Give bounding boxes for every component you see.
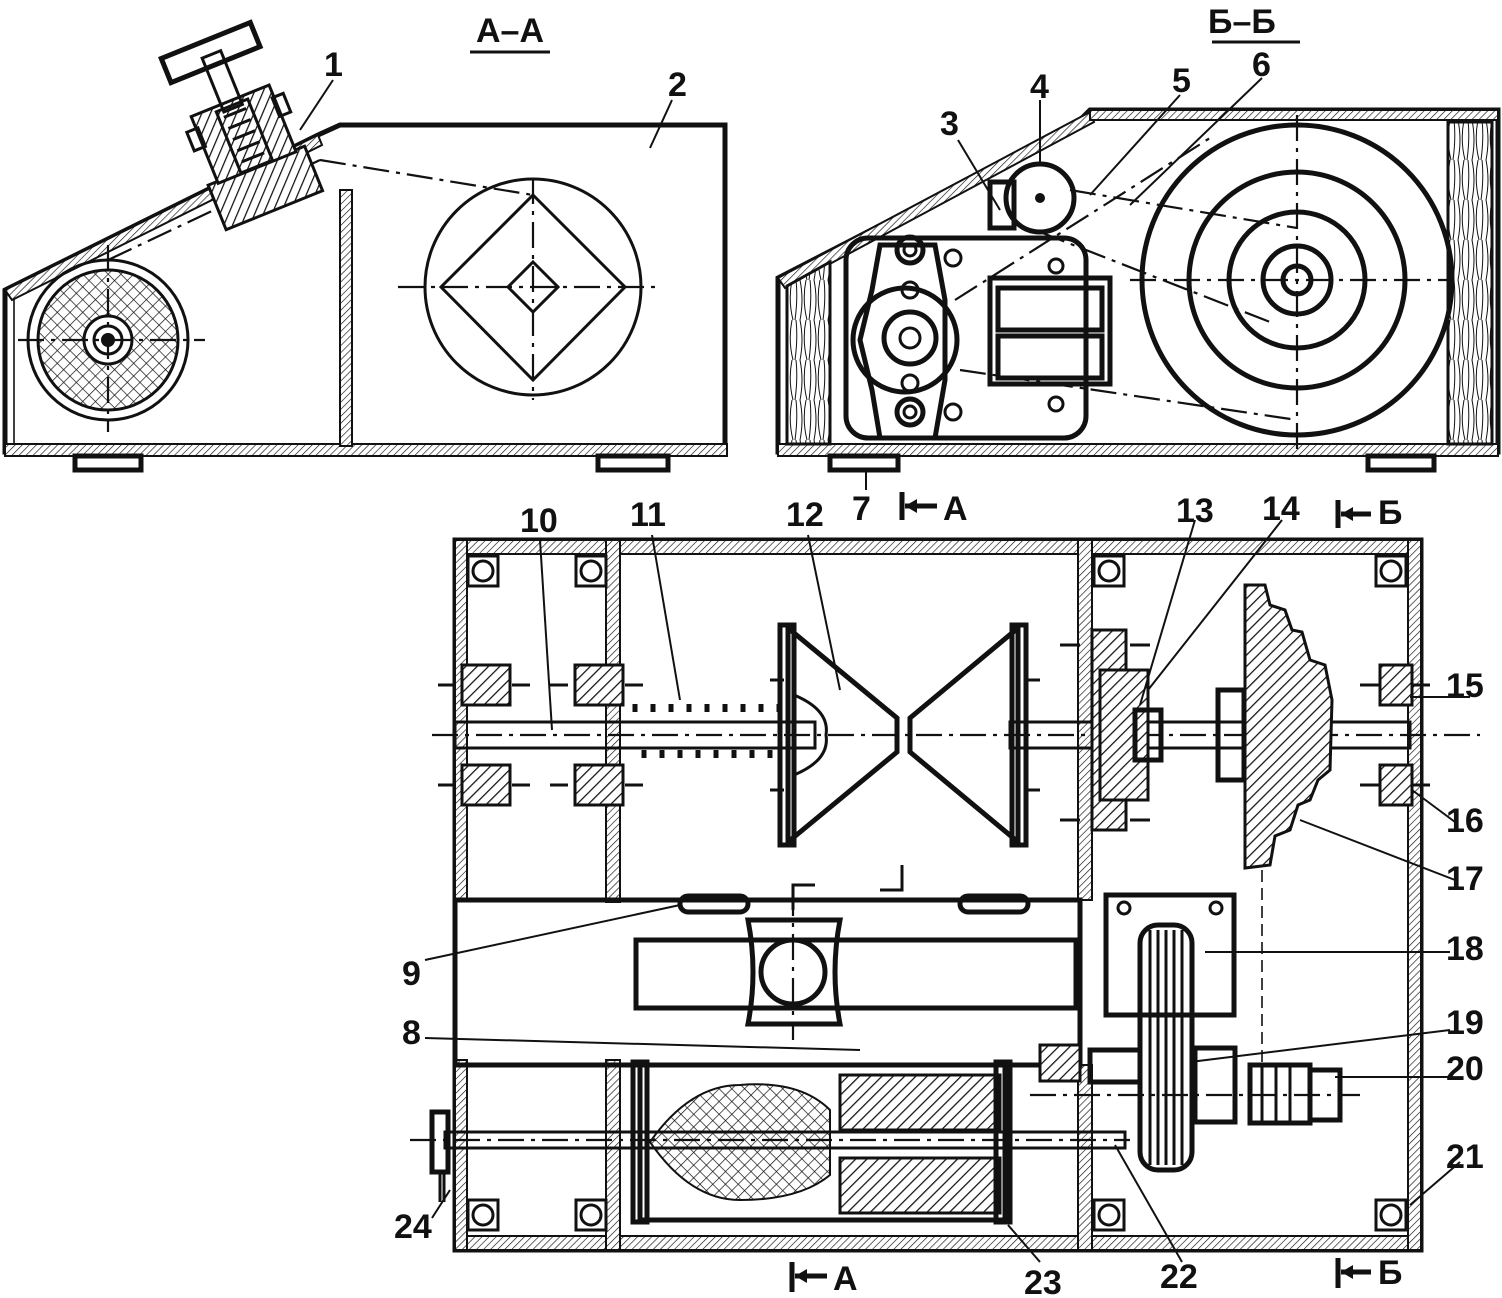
svg-text:A: A [833,1260,858,1298]
partition-right-low [1077,1064,1093,1251]
callout-17: 17 [1446,860,1484,898]
motor-frame [857,242,948,441]
callout-labels: 1 2 3 4 5 6 7 8 9 10 11 12 13 14 15 16 1… [324,46,1484,1298]
foot-right-aa [595,453,671,473]
plan-wall-left [454,539,468,901]
motor-plate-18 [1103,892,1237,1018]
callout-15: 15 [1446,667,1484,705]
coil-winding-top [995,285,1105,333]
callout-3: 3 [940,105,959,143]
shaft-10 [453,720,817,750]
coupling-14 [1132,707,1164,763]
callout-19: 19 [1446,1004,1484,1042]
svg-text:Б: Б [1378,494,1402,532]
callout-10: 10 [520,502,558,540]
base-plate-bb [777,443,1499,457]
spring-11 [632,704,782,758]
cone-left [785,622,900,848]
coil-winding-bottom [995,333,1105,381]
callout-11: 11 [630,496,666,534]
callout-13: 13 [1176,492,1214,530]
cone-right [907,622,1021,848]
callout-14: 14 [1262,490,1300,528]
callout-16: 16 [1446,802,1484,840]
callout-22: 22 [1160,1258,1198,1296]
callout-8: 8 [402,1014,421,1052]
plan-wall-right [1407,539,1422,1251]
svg-text:A: A [943,490,968,528]
clamp-block [744,917,844,1027]
callout-18: 18 [1446,930,1484,968]
bobbin-shaft-22 [443,1130,1127,1150]
callout-20: 20 [1446,1050,1484,1088]
base-plate-aa [4,443,728,457]
plan-wall-bottom [454,1235,1422,1251]
svg-text:Б: Б [1378,1254,1402,1292]
callout-2: 2 [668,66,687,104]
callout-21: 21 [1446,1138,1484,1176]
plan-view [410,537,1480,1253]
slot-right [957,893,1031,915]
partition-right [1077,539,1093,901]
section-marker-b-bottom: Б [1335,1254,1402,1292]
plan-wall-top [454,539,1422,555]
stepped-pulley-17 [1243,583,1334,870]
callout-24: 24 [394,1208,432,1246]
section-title-bb: Б–Б [1208,3,1276,41]
callout-12: 12 [786,496,824,534]
section-aa-view [2,19,728,473]
top-plate-bb [1089,109,1499,121]
foot-right-bb [1365,453,1437,473]
foot-left-bb [827,453,901,473]
idler-bracket [987,179,1017,231]
callout-6: 6 [1252,46,1271,84]
guide-bar [633,937,1079,1011]
bobbin-mesh [648,1083,831,1202]
callout-4: 4 [1030,68,1049,106]
section-marker-b-top: Б [1335,494,1402,532]
callout-23: 23 [1024,1264,1062,1298]
section-bb-view [775,107,1501,473]
motor-shaft [881,309,939,367]
motor-shaft-core [898,326,922,350]
corner-screws [466,554,1408,1232]
knob-24 [429,1109,451,1175]
wood-block-left [785,259,832,446]
slot-left [677,893,751,915]
callout-7: 7 [852,490,871,528]
slanted-top-bb [776,110,1096,290]
callout-5: 5 [1172,62,1191,100]
wood-block-right [1446,120,1494,446]
motor-rotor [850,285,960,395]
leader-lines [299,77,1470,1263]
tensioner-assembly [158,19,325,232]
plan-wall-left-low [454,1059,468,1251]
section-title-aa: А–А [476,12,544,50]
section-marker-a-top: A [899,490,968,528]
partition-aa [339,189,353,447]
cross-plate-8 [452,897,1083,1068]
section-marker-a-bottom: A [789,1260,858,1298]
partition-left-low [605,1059,621,1251]
foot-left-aa [72,453,144,473]
bearing-13 [1098,668,1150,802]
callout-9: 9 [402,955,421,993]
callout-1: 1 [324,46,343,84]
bobbin-23 [637,1062,1008,1223]
